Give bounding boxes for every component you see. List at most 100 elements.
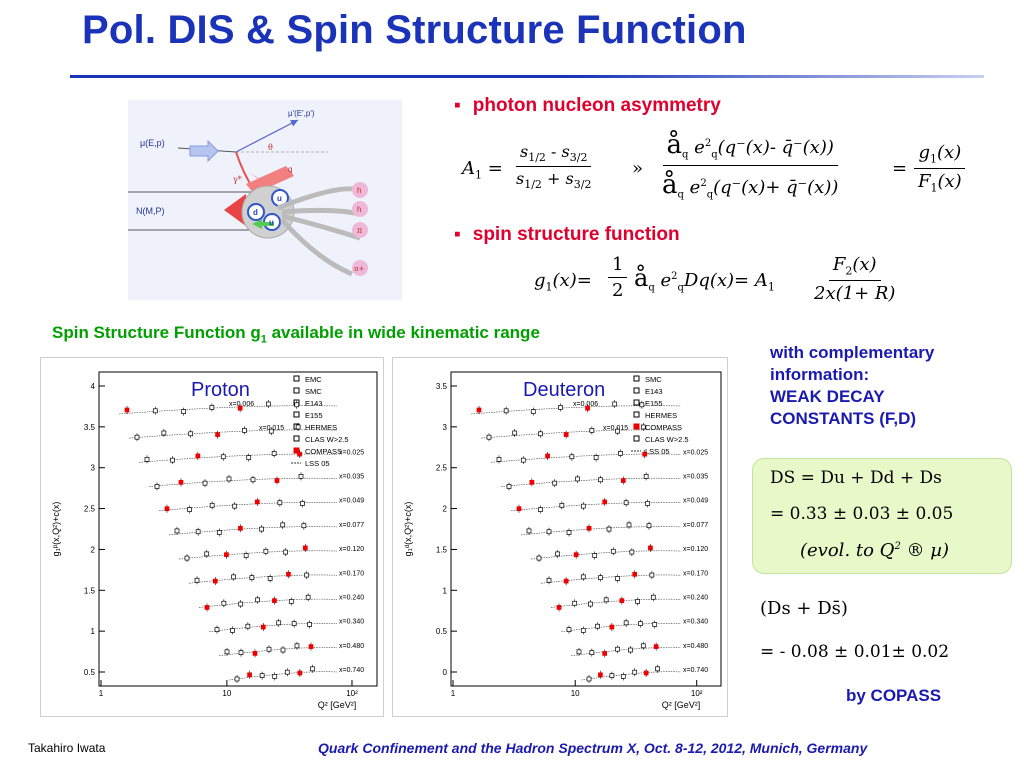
equation-g1: g1(x)= 1 2 åq e2qDq(x)= A1 F2(x) 2x(1+ R…: [534, 252, 934, 312]
data-point: [297, 451, 302, 457]
data-point: [476, 407, 482, 413]
x-bin-label: x=0.035: [683, 474, 708, 481]
x-tick-label: 1: [451, 689, 456, 698]
data-point: [576, 649, 582, 655]
legend-entry: HERMES: [645, 411, 677, 420]
lss-curve: [550, 598, 682, 608]
data-point: [298, 473, 304, 479]
data-point: [294, 643, 300, 649]
data-point: [276, 620, 282, 626]
y-tick-label: 1: [91, 627, 96, 636]
data-point: [310, 666, 315, 672]
y-tick-label: 2: [443, 505, 448, 514]
data-point: [238, 601, 244, 607]
data-point: [263, 548, 269, 554]
legend-entry: CLAS W>2.5: [645, 435, 689, 444]
data-point: [552, 480, 558, 486]
data-point: [559, 502, 565, 508]
data-point: [174, 528, 180, 534]
pion-plus: [352, 260, 368, 276]
data-point: [246, 455, 252, 460]
plot-frame: [98, 371, 378, 687]
data-point: [144, 457, 150, 462]
x-bin-label: x=0.740: [339, 667, 364, 674]
pion: [352, 222, 368, 238]
legend-marker: [633, 375, 640, 382]
legend-marker: [633, 387, 640, 394]
x-tick-label: 10²: [346, 689, 358, 698]
x-bin-label: x=0.035: [339, 474, 364, 481]
data-point: [650, 594, 656, 600]
data-point: [529, 479, 535, 485]
data-point: [595, 623, 600, 629]
y-tick-label: 3.5: [84, 423, 96, 432]
lss-curve: [168, 526, 338, 536]
data-point: [305, 594, 311, 600]
lss-curve: [118, 405, 338, 415]
lss-curve: [530, 550, 682, 560]
data-point: [580, 574, 586, 580]
data-point: [626, 522, 632, 528]
h1-label: h: [357, 186, 361, 195]
x-tick-label: 1: [99, 689, 104, 698]
data-point: [606, 526, 612, 532]
data-point: [212, 578, 218, 584]
data-point: [170, 457, 175, 463]
y-tick-label: 2.5: [436, 464, 448, 473]
data-point: [202, 480, 208, 486]
data-point: [609, 673, 615, 678]
data-point: [503, 408, 509, 414]
legend-marker: [293, 447, 300, 454]
data-point: [254, 499, 260, 505]
legend-marker: [293, 387, 300, 394]
data-point: [277, 500, 283, 506]
quark-fraction: åq e2q(q⁻(x)- q̄⁻(x)) åq e2q(q⁻(x)+ q̄⁻(…: [662, 130, 839, 201]
data-point: [649, 572, 655, 578]
data-point: [640, 643, 646, 649]
plot-label: Deuteron: [523, 379, 605, 401]
data-point: [558, 405, 563, 410]
mu-out-line: [235, 119, 299, 153]
lss-curve: [580, 671, 682, 681]
data-point: [609, 624, 615, 630]
data-point: [164, 506, 170, 512]
lss-curve: [178, 550, 338, 560]
data-point: [242, 428, 247, 433]
data-point: [302, 545, 308, 551]
data-point: [580, 628, 586, 633]
data-point: [635, 599, 640, 604]
y-tick-label: 0.5: [436, 627, 448, 636]
x-bin-label: x=0.015: [259, 425, 284, 432]
data-point: [623, 500, 629, 506]
data-point: [268, 428, 274, 434]
data-point: [545, 453, 550, 459]
lss-curve: [560, 623, 682, 632]
title-divider: [70, 75, 984, 78]
data-point: [280, 647, 286, 653]
data-point: [300, 501, 305, 506]
data-point: [618, 451, 623, 456]
y-tick-label: 4: [91, 382, 96, 391]
data-point: [526, 528, 532, 534]
data-point: [632, 571, 638, 577]
data-point: [612, 401, 618, 407]
legend-marker: [293, 411, 300, 418]
bullet-asymmetry-text: photon nucleon asymmetry: [472, 95, 721, 116]
data-point: [271, 451, 277, 456]
delta-sigma-line1: DS = Du + Dd + Ds: [770, 468, 942, 488]
x-axis-label: Q² [GeV²]: [662, 700, 701, 710]
data-point: [304, 572, 310, 578]
data-point: [563, 432, 569, 437]
data-point: [645, 501, 650, 506]
data-point: [266, 401, 271, 407]
data-point: [134, 434, 140, 440]
data-point: [274, 478, 280, 483]
data-point: [555, 551, 560, 557]
data-point: [652, 622, 658, 627]
data-point: [161, 430, 167, 436]
y-axis-label: g₁ᵖ(x,Q²)+c(x): [51, 502, 61, 557]
y-tick-label: 0: [443, 668, 448, 677]
